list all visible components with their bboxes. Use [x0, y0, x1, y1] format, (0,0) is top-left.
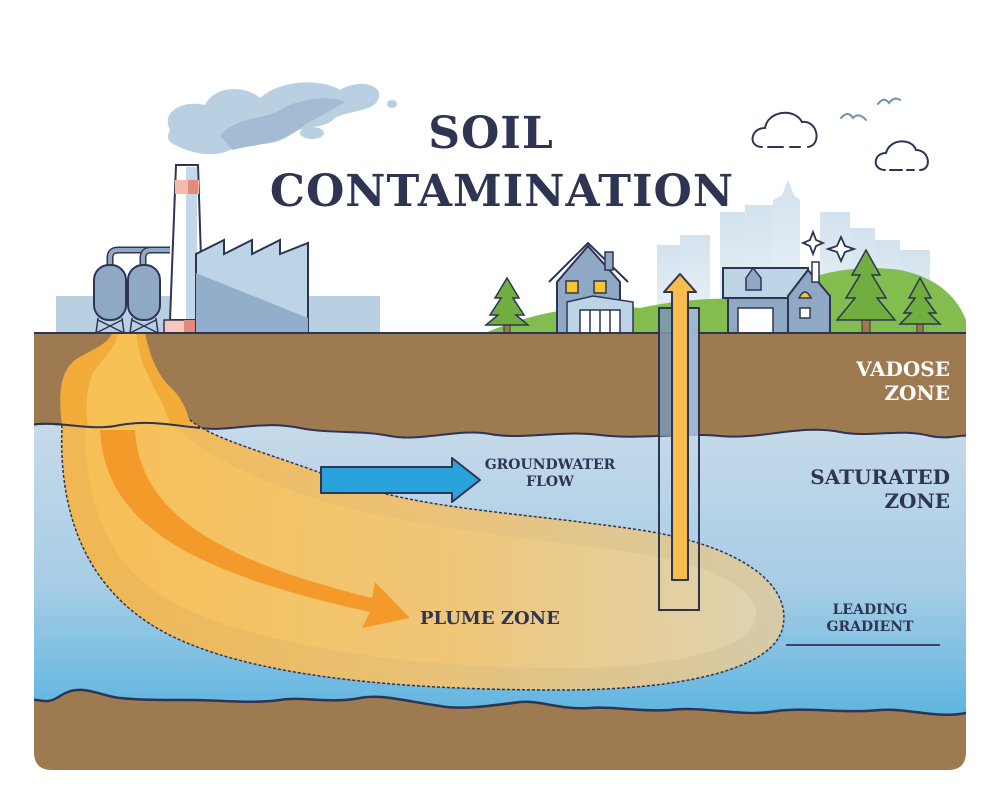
plume-inner-area: [85, 420, 757, 668]
groundwater-flow-label-line-1: GROUNDWATER: [484, 457, 616, 473]
storage-tanks-icon: [93, 246, 170, 334]
groundwater-flow-label-line-2: FLOW: [526, 473, 574, 490]
house-icon: [548, 241, 634, 334]
plume-migration-arrow-icon: [100, 430, 410, 628]
birds-icon: [840, 97, 901, 121]
tree-icon: [898, 276, 942, 334]
saturated-zone-label-line-2: ZONE: [884, 489, 950, 513]
cloud-icon: [751, 112, 929, 171]
vadose-zone-label-line-2: ZONE: [884, 381, 950, 405]
factory-building-icon: [195, 238, 309, 334]
plume-zone-label: PLUME ZONE: [420, 608, 560, 629]
smokestack-icon: [163, 164, 205, 335]
tree-icon: [835, 248, 897, 335]
ground-cross-section: [34, 333, 966, 770]
groundwater-flow-label: GROUNDWATER FLOW: [470, 457, 630, 491]
saturated-zone-label: SATURATED ZONE: [770, 465, 950, 513]
extraction-arrow-icon: [663, 273, 697, 581]
vadose-zone-label: VADOSE ZONE: [790, 357, 950, 405]
saturated-zone-label-line-1: SATURATED: [810, 465, 950, 489]
sparkle-icon: [800, 229, 857, 264]
aquifer-bottom-line: [34, 688, 966, 716]
smoke-cloud-icon: [167, 82, 397, 155]
vadose-zone-label-line-1: VADOSE: [856, 357, 950, 381]
leading-gradient-label-line-1: LEADING: [832, 602, 908, 618]
title-line-1: SOIL: [428, 108, 554, 159]
tree-icon: [483, 276, 531, 334]
groundwater-flow-arrow-icon: [320, 457, 481, 503]
leading-gradient-label: LEADING GRADIENT: [800, 602, 940, 636]
house-icon: [722, 261, 831, 335]
plume-boundary-dashed: [60, 419, 785, 691]
leading-gradient-label-line-2: GRADIENT: [826, 618, 914, 635]
contaminant-source-inner: [86, 333, 170, 425]
title-line-2: CONTAMINATION: [269, 166, 735, 217]
